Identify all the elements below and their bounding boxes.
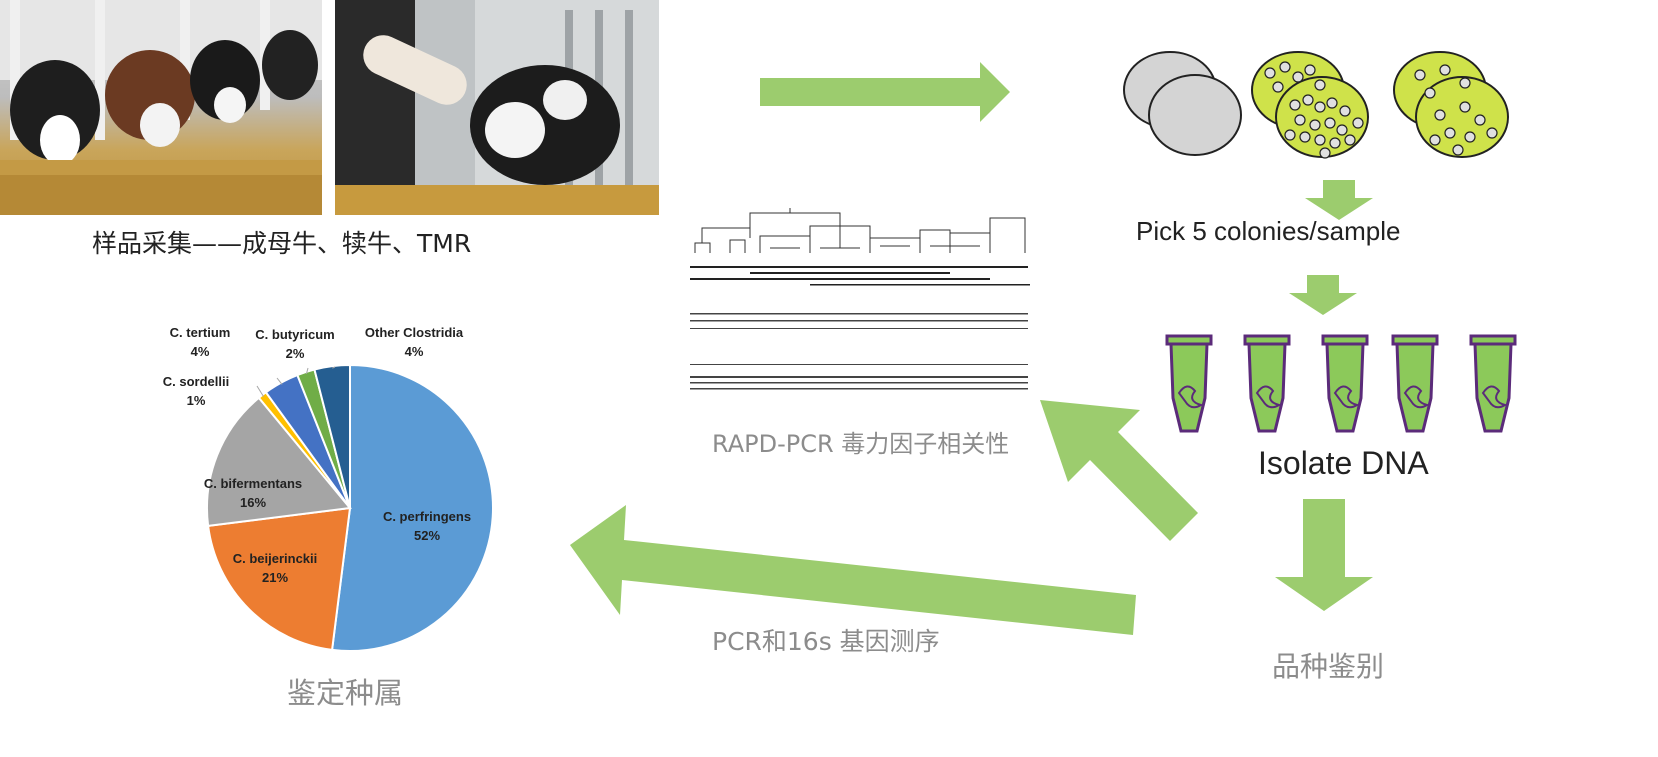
pie-slice-name-label: C. tertium	[170, 325, 231, 340]
pie-slice-percent-label: 4%	[191, 344, 210, 359]
isolate-caption: Isolate DNA	[1258, 445, 1429, 482]
pie-slice-name-label: C. bifermentans	[204, 476, 302, 491]
pie-slice-percent-label: 4%	[405, 344, 424, 359]
species-pie-chart: C. perfringens 52% C. beijerinckii 21% C. bi…	[140, 320, 700, 700]
identify-variety-caption: 品种鉴别	[1272, 645, 1384, 685]
pie-slice-percent-label: 21%	[262, 570, 288, 585]
pie-slice-name-label: C. sordellii	[163, 374, 229, 389]
culture-plates	[1120, 45, 1520, 175]
pie-slice-name-label: C. beijerinckii	[233, 551, 318, 566]
sampling-caption: 样品采集——成母牛、犊牛、TMR	[92, 224, 471, 260]
pick-caption: Pick 5 colonies/sample	[1136, 216, 1400, 247]
pie-leader-line	[257, 386, 264, 397]
pie-slice-c-perfringens	[332, 365, 493, 651]
arrow-right-top	[758, 58, 1018, 128]
photo-cows-feeding	[0, 0, 322, 215]
pie-slice-name-label: Other Clostridia	[365, 325, 464, 340]
pie-slice-percent-label: 1%	[187, 393, 206, 408]
pie-slice-percent-label: 16%	[240, 495, 266, 510]
photo-calf-bottle-feeding	[335, 0, 659, 215]
rapd-dendrogram	[690, 208, 1030, 398]
identify-genus-caption: 鉴定种属	[287, 670, 403, 712]
pie-slice-percent-label: 52%	[414, 528, 440, 543]
arrow-down-3	[1283, 497, 1383, 617]
pie-slice-name-label: C. butyricum	[255, 327, 334, 342]
arrow-down-2	[1285, 273, 1365, 318]
pie-slice-name-label: C. perfringens	[383, 509, 471, 524]
pie-slice-percent-label: 2%	[286, 346, 305, 361]
pcr16s-caption: PCR和16s 基因测序	[712, 622, 940, 658]
rapd-caption: RAPD-PCR 毒力因子相关性	[712, 424, 1009, 459]
